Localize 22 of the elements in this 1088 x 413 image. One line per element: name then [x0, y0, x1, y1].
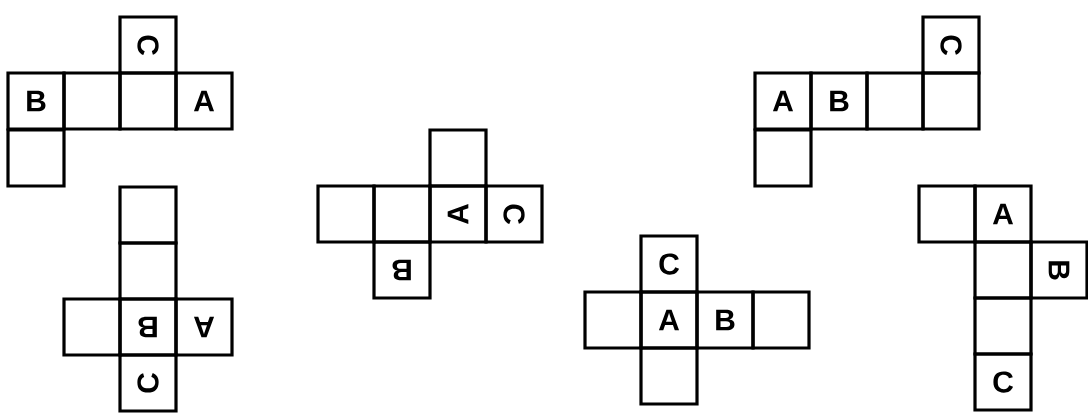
- blank-square: [751, 290, 811, 350]
- letter-square: C: [118, 15, 178, 75]
- letter-square: B: [6, 71, 66, 131]
- letter-square: A: [174, 71, 234, 131]
- letter-square: B: [118, 297, 178, 357]
- letter-square: A: [753, 71, 813, 131]
- letter-square: C: [118, 353, 178, 413]
- letter-square: C: [639, 234, 699, 294]
- blank-square: [6, 128, 66, 188]
- letter-square: A: [174, 297, 234, 357]
- letter-square: B: [372, 240, 432, 300]
- letter-square: A: [973, 184, 1033, 244]
- letter-square: B: [809, 71, 869, 131]
- blank-square: [639, 346, 699, 406]
- letter-square: B: [695, 290, 755, 350]
- blank-square: [753, 128, 813, 188]
- letter-square: C: [921, 15, 981, 75]
- letter-square: A: [428, 184, 488, 244]
- blank-square: [921, 71, 981, 131]
- letter-square: C: [973, 352, 1033, 412]
- letter-square: A: [639, 290, 699, 350]
- letter-square: C: [484, 184, 544, 244]
